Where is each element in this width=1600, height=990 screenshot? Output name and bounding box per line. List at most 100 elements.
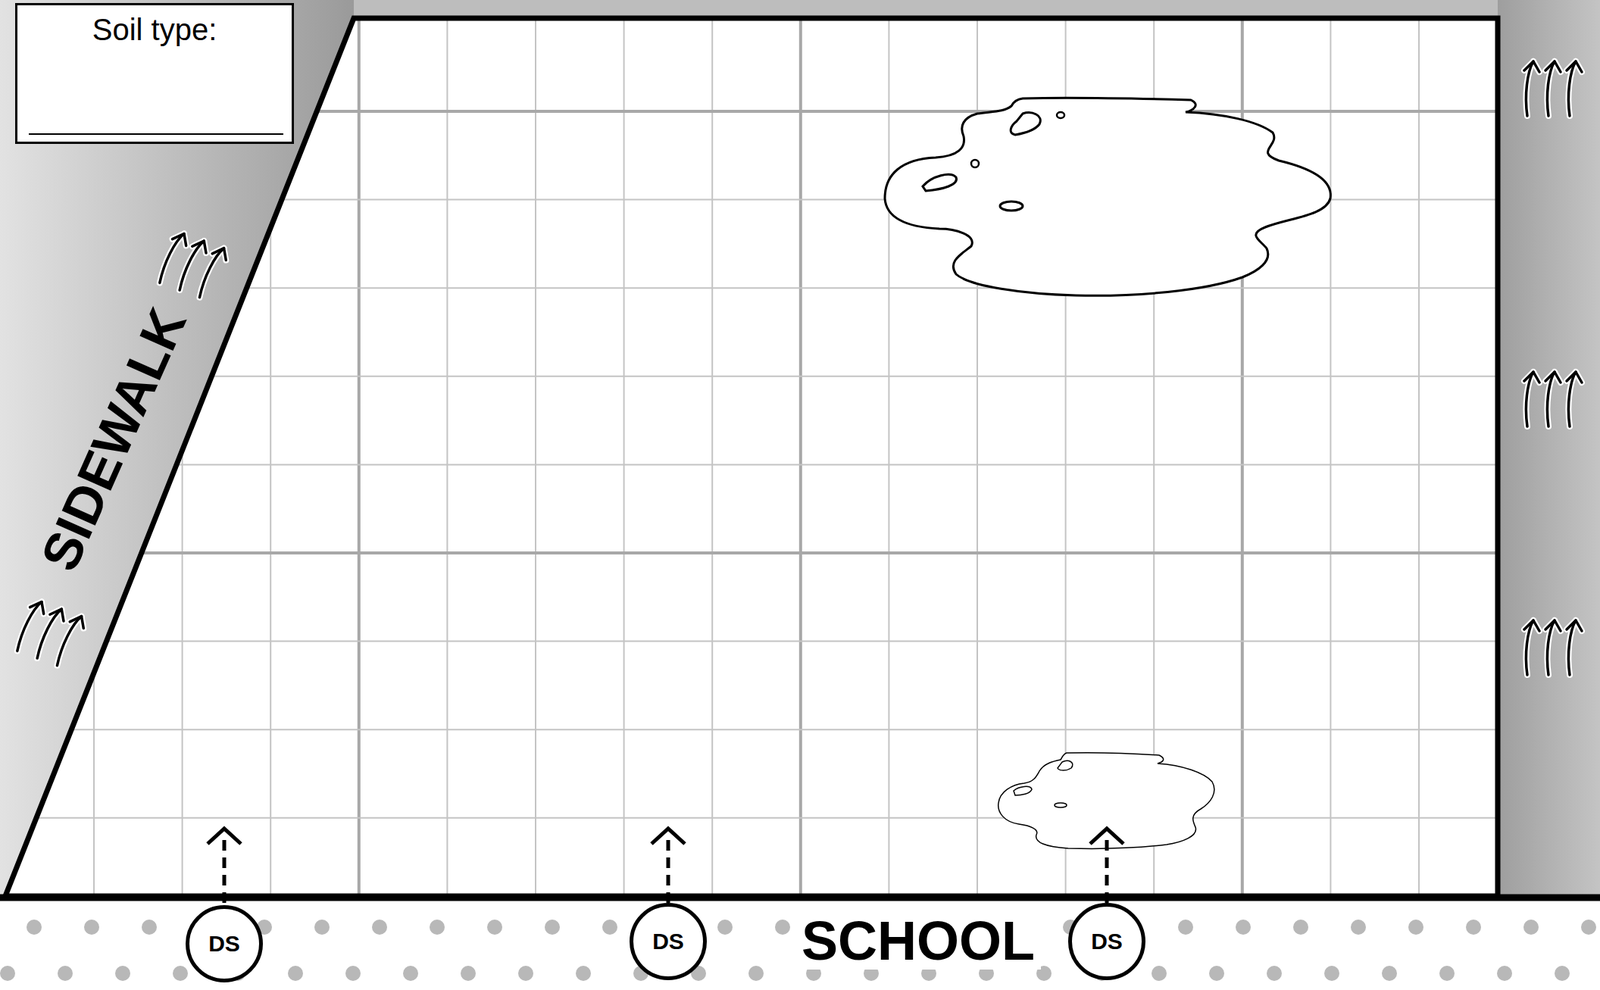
dot: [1581, 919, 1597, 935]
arrow-head: [29, 598, 48, 614]
arrow-shaft: [1568, 620, 1576, 675]
grid-line: [534, 18, 537, 897]
dot: [1324, 965, 1340, 982]
arrow-head: [1545, 371, 1561, 383]
dot: [602, 919, 618, 935]
dot: [460, 965, 476, 982]
school-band: [0, 898, 1600, 990]
dot: [345, 965, 361, 982]
school-wall: [0, 894, 1600, 902]
arrow-head: [1090, 828, 1124, 844]
grid-line: [0, 551, 1498, 555]
dot: [429, 919, 445, 935]
grid-line: [887, 18, 890, 897]
arrow-head: [1566, 61, 1582, 72]
downspout-label: DS: [652, 928, 685, 955]
arrow-shaft: [1546, 371, 1555, 427]
dot: [115, 965, 131, 982]
arrow-triple: [1524, 61, 1582, 116]
downspout-flow-arrows: [207, 828, 1124, 904]
arrow-shaft: [1546, 61, 1555, 116]
downspout-label: DS: [1090, 928, 1123, 955]
dot: [141, 919, 157, 935]
downspout-circle: DS: [185, 905, 263, 983]
arrow-head: [1545, 61, 1561, 72]
dot: [1209, 965, 1225, 982]
puddle-shine: [1054, 803, 1067, 808]
arrow-head: [1545, 620, 1561, 632]
downspout-label: DS: [208, 931, 241, 957]
arrow-triple: [1524, 371, 1582, 427]
field: [5, 18, 1498, 897]
arrow-head: [1524, 61, 1540, 72]
dot: [287, 965, 304, 982]
arrow-head: [212, 245, 231, 261]
dot: [1523, 919, 1539, 935]
dot: [0, 965, 16, 982]
grid-line: [0, 728, 1498, 731]
grid-line: [0, 817, 1498, 819]
grid-line: [623, 18, 625, 897]
soil-type-box: Soil type:: [15, 3, 294, 144]
dot: [84, 919, 100, 935]
dot: [1408, 919, 1424, 935]
dot: [775, 919, 791, 935]
arrow-head: [1524, 620, 1540, 632]
dot: [1266, 965, 1282, 982]
dot: [575, 965, 591, 982]
dot: [717, 919, 733, 935]
dashed-arrow: [1105, 833, 1110, 904]
box-heading: Soil type:: [92, 12, 218, 47]
arrow-shaft: [1568, 371, 1576, 427]
dot: [487, 919, 503, 935]
grid-line: [446, 18, 448, 897]
puddle-shine: [1056, 112, 1065, 119]
dot: [1151, 965, 1167, 982]
arrow-head: [651, 828, 685, 844]
grid-line: [0, 463, 1498, 466]
dashed-arrow: [222, 833, 227, 904]
grid-line: [1418, 18, 1420, 897]
grid-line: [1329, 18, 1332, 897]
dot: [748, 965, 764, 982]
arrow-shaft: [1525, 61, 1534, 116]
dot: [403, 965, 419, 982]
grid-line: [0, 375, 1498, 378]
arrow-shaft: [1568, 61, 1576, 116]
dot: [1439, 965, 1455, 982]
dot: [1293, 919, 1309, 935]
arrow-triple: [1524, 620, 1582, 675]
arrow-triple: [14, 598, 88, 670]
grid-line: [0, 640, 1498, 643]
arrow-head: [69, 613, 88, 629]
grid-line: [711, 18, 713, 897]
dot: [26, 919, 42, 935]
dot: [1178, 919, 1194, 935]
grid-line: [0, 287, 1498, 289]
dot: [172, 965, 188, 982]
downspout-circle: DS: [1068, 903, 1146, 981]
arrow-head: [207, 828, 241, 844]
side-strip: [1497, 0, 1600, 902]
arrow-head: [49, 606, 68, 622]
field-border: [5, 18, 1498, 897]
school-label: SCHOOL: [795, 912, 1041, 970]
grid-line: [357, 18, 361, 897]
puddle-shine: [1000, 201, 1023, 211]
grid: [0, 18, 1498, 897]
arrow-shaft: [1525, 371, 1534, 427]
dot: [1496, 965, 1513, 982]
dot: [1554, 965, 1570, 982]
arrow-shaft: [1546, 620, 1555, 675]
dot: [1381, 965, 1397, 982]
arrow-head: [1524, 371, 1540, 383]
grid-line: [799, 18, 803, 897]
small-puddle: [998, 753, 1215, 850]
dot: [518, 965, 534, 982]
puddle-shine: [922, 174, 957, 191]
dashed-arrow: [666, 833, 671, 904]
puddle-shine: [1057, 760, 1073, 771]
puddle-shine: [971, 159, 979, 168]
dot: [1235, 919, 1251, 935]
